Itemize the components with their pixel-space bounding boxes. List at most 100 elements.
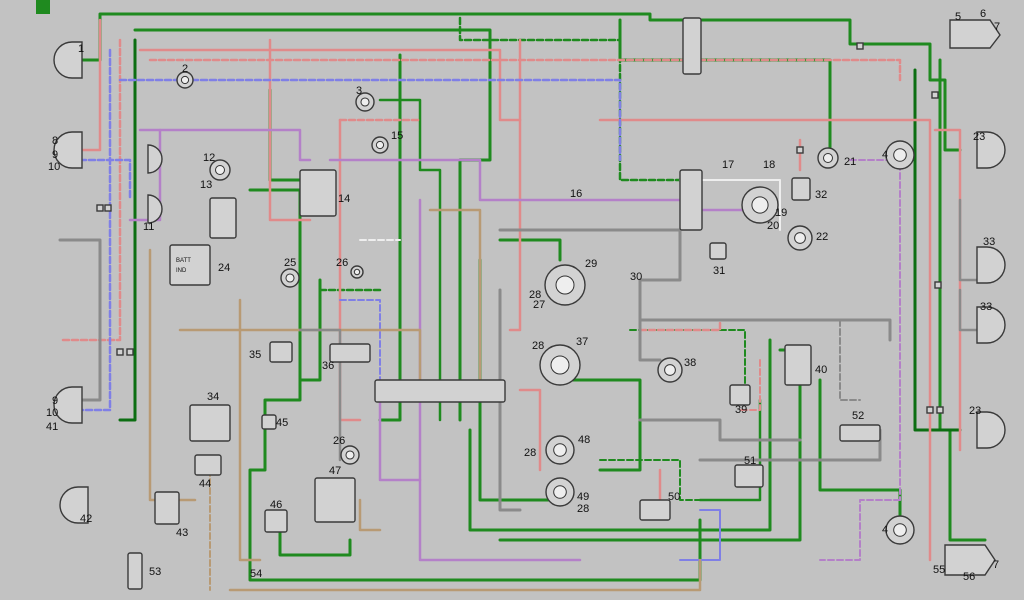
wire-grey-59 xyxy=(498,288,522,512)
gauge-49-lens xyxy=(553,485,567,499)
component-label-33-1: 33 xyxy=(980,301,992,313)
fuse-31 xyxy=(709,242,727,260)
corner-marker xyxy=(36,0,50,14)
wire-blue-38 xyxy=(68,48,112,412)
wire-brown-52 xyxy=(238,298,262,562)
relay-12-lens xyxy=(215,165,225,175)
component-label-5: 5 xyxy=(955,11,961,23)
component-label-6: 6 xyxy=(980,8,986,20)
component-label-30: 30 xyxy=(630,271,642,283)
alternator-text-1: IND xyxy=(176,268,187,274)
rear-lamp-bottom xyxy=(944,544,996,576)
component-label-52: 52 xyxy=(852,410,864,422)
component-label-47: 47 xyxy=(329,465,341,477)
gauge-29 xyxy=(544,264,586,306)
component-label-4: 4 xyxy=(882,149,888,161)
component-label-56: 56 xyxy=(963,571,975,583)
wire-green-11 xyxy=(378,98,442,422)
wire-green-19 xyxy=(318,288,382,342)
component-label-26-1: 26 xyxy=(333,435,345,447)
wire-green-8 xyxy=(248,188,702,582)
wire-pink-25 xyxy=(138,48,522,122)
connector-8 xyxy=(796,146,804,154)
connector-17-left xyxy=(679,169,703,231)
component-label-54: 54 xyxy=(250,568,262,580)
switch-50 xyxy=(639,499,671,521)
pump-46 xyxy=(264,509,288,533)
component-label-28-3: 28 xyxy=(577,503,589,515)
wire-grey-64 xyxy=(638,318,892,342)
wire-green-14 xyxy=(558,378,642,472)
wire-pink-27 xyxy=(268,38,312,222)
fuse-45 xyxy=(261,414,277,430)
component-label-1: 1 xyxy=(78,43,84,55)
component-label-45: 45 xyxy=(276,417,288,429)
gauge-29-lens xyxy=(555,275,575,295)
fuse-25-lens xyxy=(285,273,295,283)
relay-34 xyxy=(189,404,231,442)
wire-pink-23 xyxy=(63,18,102,152)
components xyxy=(53,17,1006,590)
switch-36 xyxy=(329,343,371,363)
component-label-18: 18 xyxy=(763,159,775,171)
component-label-46: 46 xyxy=(270,499,282,511)
wire-blue-40 xyxy=(78,158,132,202)
component-label-4-1: 4 xyxy=(882,524,888,536)
component-label-32: 32 xyxy=(815,189,827,201)
wire-grey-57 xyxy=(58,238,102,402)
wire-pink-24 xyxy=(58,38,122,342)
component-label-40: 40 xyxy=(815,364,827,376)
component-label-44: 44 xyxy=(199,478,211,490)
wire-green-7 xyxy=(268,88,302,182)
component-label-51: 51 xyxy=(744,455,756,467)
rear-lamp-top xyxy=(949,19,1001,49)
connector-top xyxy=(682,17,702,75)
solenoid-44 xyxy=(194,454,222,476)
panel-18-lens xyxy=(751,196,769,214)
switch-3-lens xyxy=(360,97,370,107)
wire-pink-28 xyxy=(508,38,522,332)
wire-green-13 xyxy=(498,238,562,262)
connector-4 xyxy=(931,91,939,99)
wire-brown-55 xyxy=(228,558,702,592)
wire-brown-50 xyxy=(148,248,197,502)
switch-38 xyxy=(657,357,683,383)
wire-grey-65 xyxy=(298,328,342,462)
wire-green-21 xyxy=(599,459,701,501)
lamp-4-top-lens xyxy=(893,148,907,162)
component-label-53: 53 xyxy=(149,566,161,578)
component-label-42: 42 xyxy=(80,513,92,525)
wire-pink-26 xyxy=(148,58,902,82)
component-label-12: 12 xyxy=(203,152,215,164)
component-label-7-1: 7 xyxy=(993,559,999,571)
horn-lower xyxy=(147,194,163,224)
wire-dark_green-6 xyxy=(913,68,962,432)
part-53 xyxy=(127,552,143,590)
component-label-28-1: 28 xyxy=(532,340,544,352)
lamp-21-lens xyxy=(823,153,833,163)
sidelamp-left-rear xyxy=(53,386,83,424)
switch-3 xyxy=(355,92,375,112)
component-label-43: 43 xyxy=(176,527,188,539)
wire-brown-54 xyxy=(358,498,382,532)
component-label-50: 50 xyxy=(668,491,680,503)
connector-6 xyxy=(936,406,944,414)
lamp-4-bottom-lens xyxy=(893,523,907,537)
wire-pink-31 xyxy=(518,388,542,472)
component-label-38: 38 xyxy=(684,357,696,369)
wire-purple-44 xyxy=(158,128,312,162)
wire-pink-29 xyxy=(598,118,932,562)
wire-green-17 xyxy=(818,378,902,522)
lamp-4-top xyxy=(885,140,915,170)
switch-39 xyxy=(729,384,751,406)
wire-harness xyxy=(58,12,987,592)
component-label-15: 15 xyxy=(391,130,403,142)
wire-green-2 xyxy=(133,28,492,422)
component-label-28-2: 28 xyxy=(524,447,536,459)
switch-38-lens xyxy=(664,364,676,376)
component-label-7: 7 xyxy=(994,21,1000,33)
gauge-37 xyxy=(539,344,581,386)
lamp-33-lower xyxy=(976,306,1006,344)
component-label-21: 21 xyxy=(844,156,856,168)
